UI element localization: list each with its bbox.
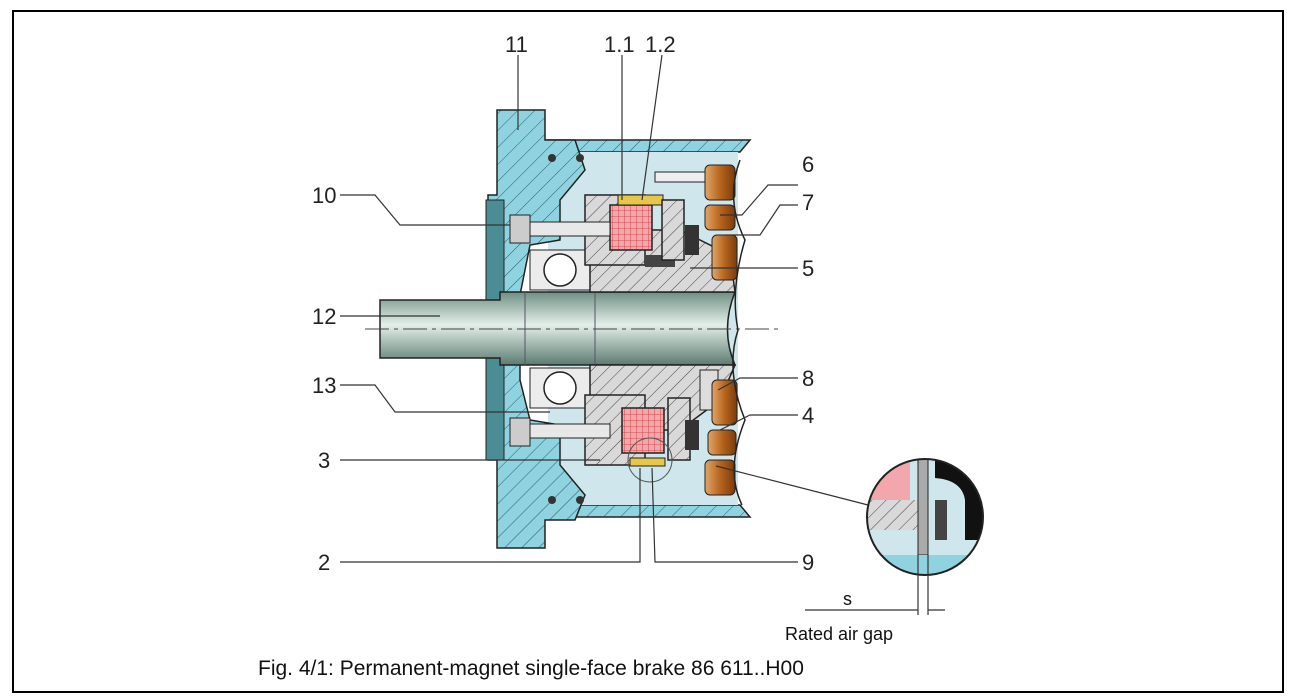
leader-lines <box>340 54 798 563</box>
air-gap-note: Rated air gap <box>785 624 893 644</box>
air-gap-dimension-s: s <box>843 589 852 609</box>
label-part-4: 4 <box>802 403 814 428</box>
bearing-upper <box>529 249 591 291</box>
shaft-12 <box>365 291 780 366</box>
label-part-2: 2 <box>318 550 330 575</box>
friction-lining <box>704 164 738 496</box>
label-part-1-2: 1.2 <box>645 32 676 57</box>
label-part-1-1: 1.1 <box>604 32 635 57</box>
label-part-12: 12 <box>312 304 336 329</box>
coil-upper <box>609 204 653 251</box>
label-part-11: 11 <box>505 32 528 57</box>
label-part-8: 8 <box>802 366 814 391</box>
label-part-13: 13 <box>312 373 336 398</box>
label-part-10: 10 <box>312 183 336 208</box>
label-part-6: 6 <box>802 152 814 177</box>
label-part-5: 5 <box>802 256 814 281</box>
screw-10 <box>509 214 611 244</box>
label-part-9: 9 <box>802 550 814 575</box>
armature-upper <box>661 199 685 261</box>
bearing-lower <box>529 367 591 409</box>
screw-13 <box>509 417 611 447</box>
figure-caption: Fig. 4/1: Permanent-magnet single-face b… <box>258 657 804 680</box>
coil-lower <box>621 407 665 454</box>
label-part-7: 7 <box>802 190 814 215</box>
label-part-3: 3 <box>318 448 330 473</box>
